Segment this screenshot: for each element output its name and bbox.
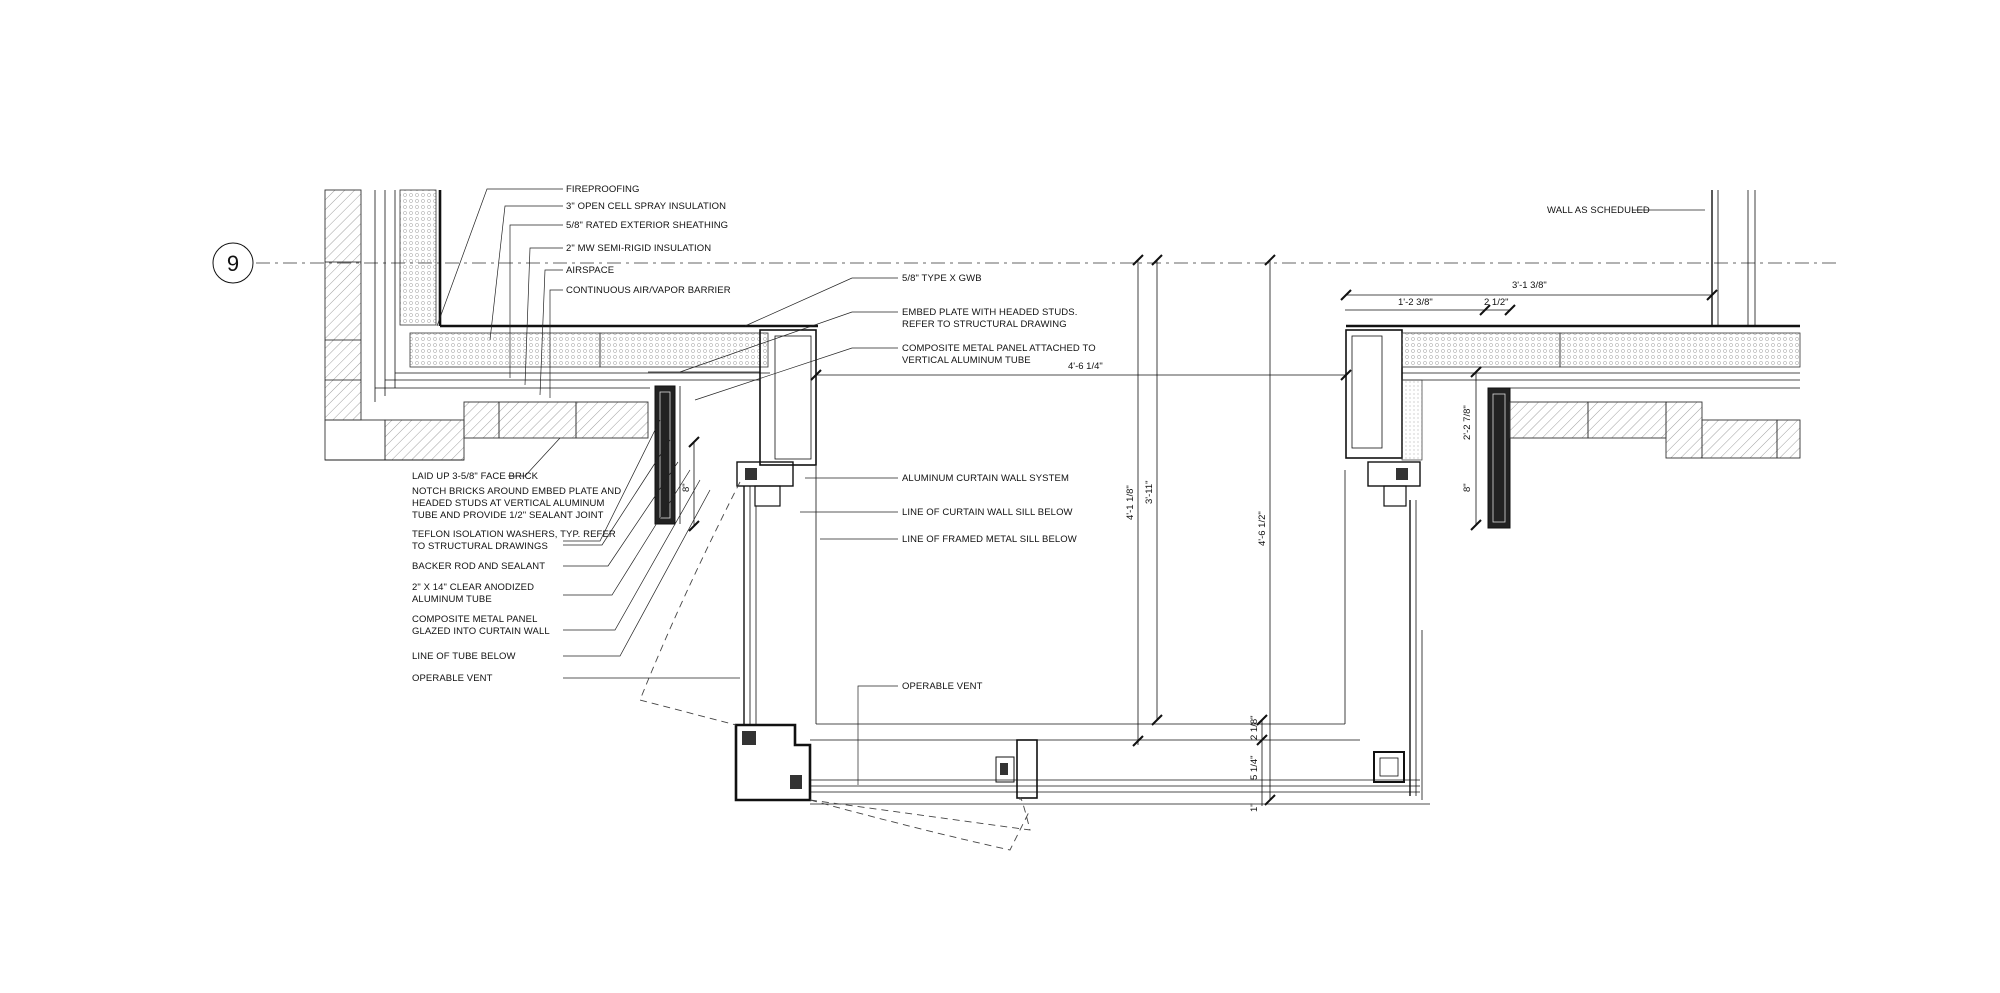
dim-8-left: 8" [681,483,692,492]
note-line-of-tube: LINE OF TUBE BELOW [412,651,516,662]
note-exterior-sheathing: 5/8" RATED EXTERIOR SHEATHING [566,220,728,231]
dim-depth-c: 4'-6 1/2" [1257,511,1268,546]
note-notch-bricks-2: HEADED STUDS AT VERTICAL ALUMINUM [412,498,604,509]
dim-5-1-4: 5 1/4" [1249,755,1260,780]
note-face-brick: LAID UP 3-5/8" FACE BRICK [412,471,539,482]
dim-3-1-3-8: 3'-1 3/8" [1512,280,1547,291]
leader-lines [436,188,1705,785]
dim-opening-width: 4'-6 1/4" [1068,361,1103,372]
dim-depth-b: 3'-11" [1144,481,1155,505]
note-semi-rigid-insulation: 2" MW SEMI-RIGID INSULATION [566,243,711,254]
note-curtain-wall-system: ALUMINUM CURTAIN WALL SYSTEM [902,473,1069,484]
note-composite-panel-2: GLAZED INTO CURTAIN WALL [412,626,550,637]
notes-center: 5/8" TYPE X GWB EMBED PLATE WITH HEADED … [902,273,1096,692]
dimension-lines: 4'-6 1/4" 4'-1 1/8" 3'-11" 4'-6 1/2" 2 1… [681,254,1718,812]
note-teflon-2: TO STRUCTURAL DRAWINGS [412,541,548,552]
dim-2-1-2: 2 1/2" [1484,297,1509,308]
note-fireproofing: FIREPROOFING [566,184,640,195]
note-composite-attached-2: VERTICAL ALUMINUM TUBE [902,355,1031,366]
note-gwb: 5/8" TYPE X GWB [902,273,982,284]
note-operable-vent-left: OPERABLE VENT [412,673,493,684]
note-embed-plate-2: REFER TO STRUCTURAL DRAWING [902,319,1067,330]
note-backer-rod: BACKER ROD AND SEALANT [412,561,545,572]
right-wall-assembly [1345,190,1801,529]
grid-bubble-label: 9 [227,251,239,276]
note-composite-attached-1: COMPOSITE METAL PANEL ATTACHED TO [902,343,1096,354]
note-notch-bricks-1: NOTCH BRICKS AROUND EMBED PLATE AND [412,486,621,497]
note-framed-metal-sill: LINE OF FRAMED METAL SILL BELOW [902,534,1077,545]
left-wall-assembly [324,189,818,525]
curtain-wall-plan [639,466,1430,851]
dim-1: 1" [1249,803,1260,812]
grid-line-9: 9 [212,242,1840,284]
note-wall-as-scheduled: WALL AS SCHEDULED [1547,205,1650,216]
note-operable-vent-center: OPERABLE VENT [902,681,983,692]
note-tube-1: 2" X 14" CLEAR ANODIZED [412,582,534,593]
note-spray-insulation: 3" OPEN CELL SPRAY INSULATION [566,201,726,212]
note-notch-bricks-3: TUBE AND PROVIDE 1/2" SEALANT JOINT [412,510,604,521]
dim-2-2-7-8: 2'-2 7/8" [1462,405,1473,440]
note-embed-plate-1: EMBED PLATE WITH HEADED STUDS. [902,307,1077,318]
notes-bottom-left: LAID UP 3-5/8" FACE BRICK NOTCH BRICKS A… [412,471,621,684]
note-tube-2: ALUMINUM TUBE [412,594,492,605]
note-curtain-wall-sill: LINE OF CURTAIN WALL SILL BELOW [902,507,1073,518]
dim-depth-a: 4'-1 1/8" [1125,485,1136,520]
note-air-vapor-barrier: CONTINUOUS AIR/VAPOR BARRIER [566,285,731,296]
dim-8-right: 8" [1462,483,1473,492]
note-teflon-1: TEFLON ISOLATION WASHERS, TYP. REFER [412,529,616,540]
notes-top-left: FIREPROOFING 3" OPEN CELL SPRAY INSULATI… [566,184,731,296]
note-airspace: AIRSPACE [566,265,614,276]
dim-2-1-8: 2 1/8" [1249,715,1260,740]
note-composite-panel-1: COMPOSITE METAL PANEL [412,614,537,625]
dim-1-2-3-8: 1'-2 3/8" [1398,297,1433,308]
